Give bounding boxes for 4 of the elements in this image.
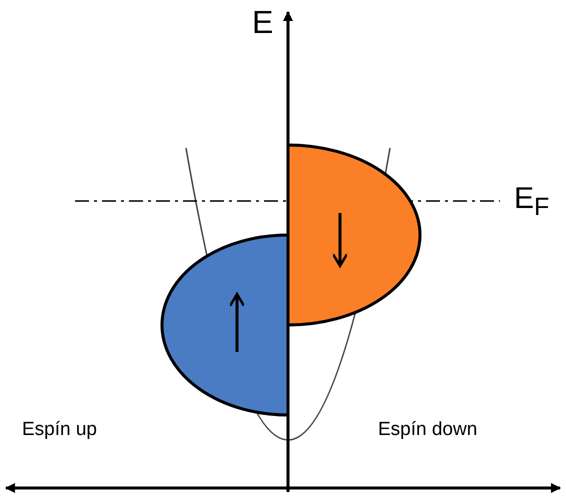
fermi-level-label: E$_{F}$ [514,184,550,220]
spin-label: Espín down [378,420,478,439]
axis-label: E [252,6,274,38]
spin-label: Espín up [22,420,97,439]
